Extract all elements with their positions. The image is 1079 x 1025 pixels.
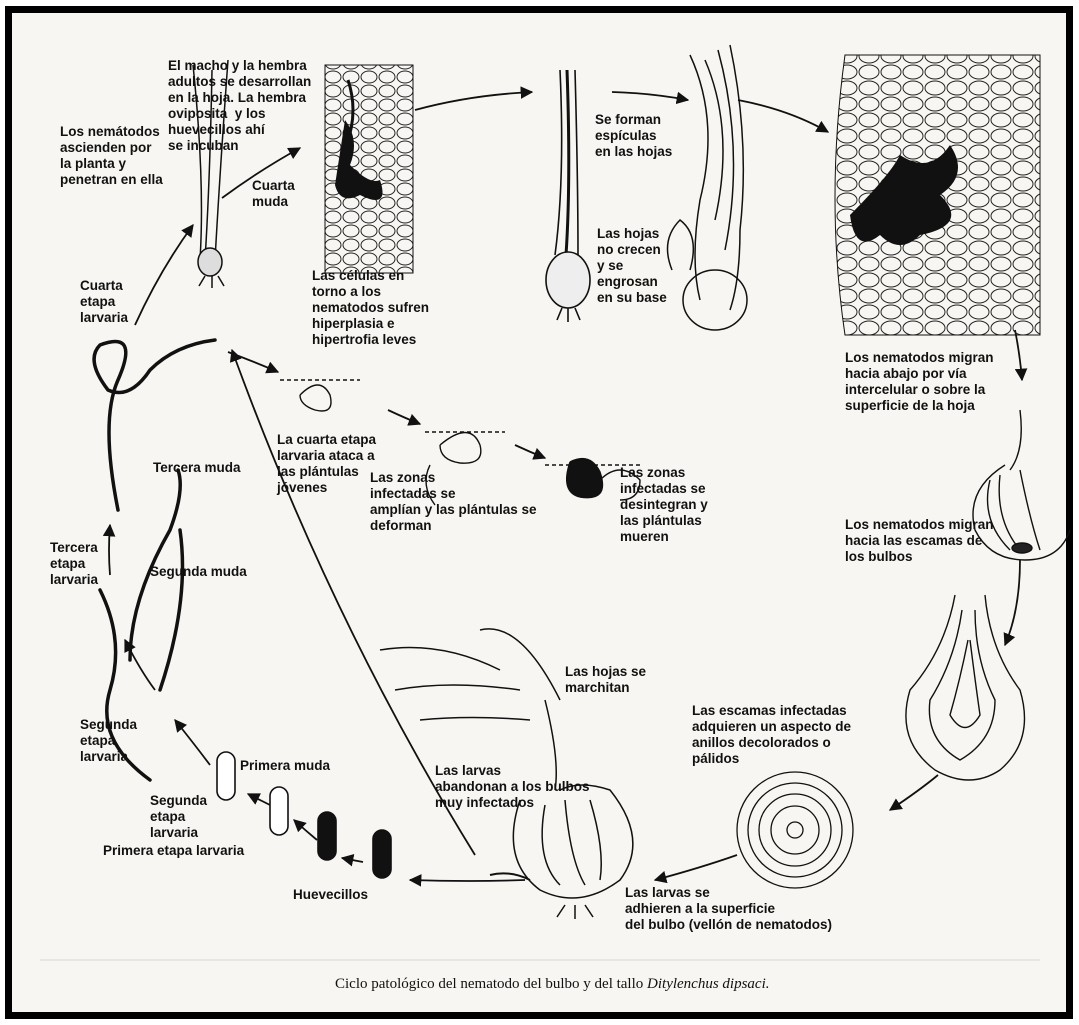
arrow-egg-3 [248,794,270,805]
label-ascend: Los nemátodos ascienden por la planta y … [60,124,163,188]
arrow-top-3 [738,100,828,132]
bulb-cross-section-2 [906,595,1025,780]
egg-4 [217,752,235,800]
arrow-to-eggs [410,880,525,881]
label-third-molt: Tercera muda [153,460,241,476]
label-adults-develop: El macho y la hembra adultos se desarrol… [168,58,311,154]
arrow-l3-up [109,525,110,575]
label-fourth-stage: Cuarta etapa larvaria [80,278,128,326]
label-leaves-wilt: Las hojas se marchitan [565,664,646,696]
label-spicules: Se forman espículas en las hojas [595,112,672,160]
label-first-stage: Primera etapa larvaria [103,843,244,859]
arrow-top-2 [612,92,688,100]
leaf-illustration [546,70,590,322]
egg-2 [318,812,336,860]
arrow-to-ring [890,775,938,810]
arrow-down-1 [1015,330,1022,380]
cell-tissue-illustration [325,65,413,273]
label-second-molt: Segunda muda [150,564,247,580]
label-eggs: Huevecillos [293,887,368,903]
label-attacks-seedlings: La cuarta etapa larvaria ataca a las plá… [277,432,376,496]
label-migrate-down: Los nematodos migran hacia abajo por vía… [845,350,994,414]
label-first-molt: Primera muda [240,758,330,774]
arrow-egg-1 [342,858,363,862]
arrow-top-1 [415,92,532,110]
egg-3 [270,787,288,835]
label-second-stage-egg: Segunda etapa larvaria [150,793,207,841]
larvae-worms [94,340,215,780]
arrow-l4-up [135,225,193,325]
label-zones-disintegrate: Las zonas infectadas se desintegran y la… [620,465,708,545]
label-larvae-adhere: Las larvas se adhieren a la superficie d… [625,885,832,933]
arrow-seed-1 [388,410,420,424]
l3-worm [160,530,183,690]
arrow-egg-2 [294,820,317,840]
caption-species: Ditylenchus dipsaci. [647,976,769,992]
label-third-stage: Tercera etapa larvaria [50,540,98,588]
label-larvae-leave: Las larvas abandonan a los bulbos muy in… [435,763,590,811]
arrow-ring-to-bulb [655,855,737,880]
arrow-seed-2 [515,445,545,458]
label-cells-hyperplasia: Las células en torno a los nematodos suf… [312,268,429,348]
arrow-to-l2 [175,720,210,765]
label-migrate-scales: Los nematodos migran hacia las escamas d… [845,517,994,565]
arrow-down-2 [1005,560,1020,645]
label-fourth-molt: Cuarta muda [252,178,295,210]
label-infected-scales: Las escamas infectadas adquieren un aspe… [692,703,851,767]
caption-text: Ciclo patológico del nematodo del bulbo … [335,976,647,992]
label-zones-enlarge: Las zonas infectadas se amplían y las pl… [370,470,537,534]
l4-worm [94,340,215,510]
deformed-plant-illustration [668,45,748,330]
figure-caption: Ciclo patológico del nematodo del bulbo … [335,976,770,993]
egg-1 [373,830,391,878]
infected-tissue-illustration [835,55,1040,335]
infected-scale-rings [737,772,853,888]
label-second-stage: Segunda etapa larvaria [80,717,137,765]
label-leaves-no-grow: Las hojas no crecen y se engrosan en su … [597,226,667,306]
